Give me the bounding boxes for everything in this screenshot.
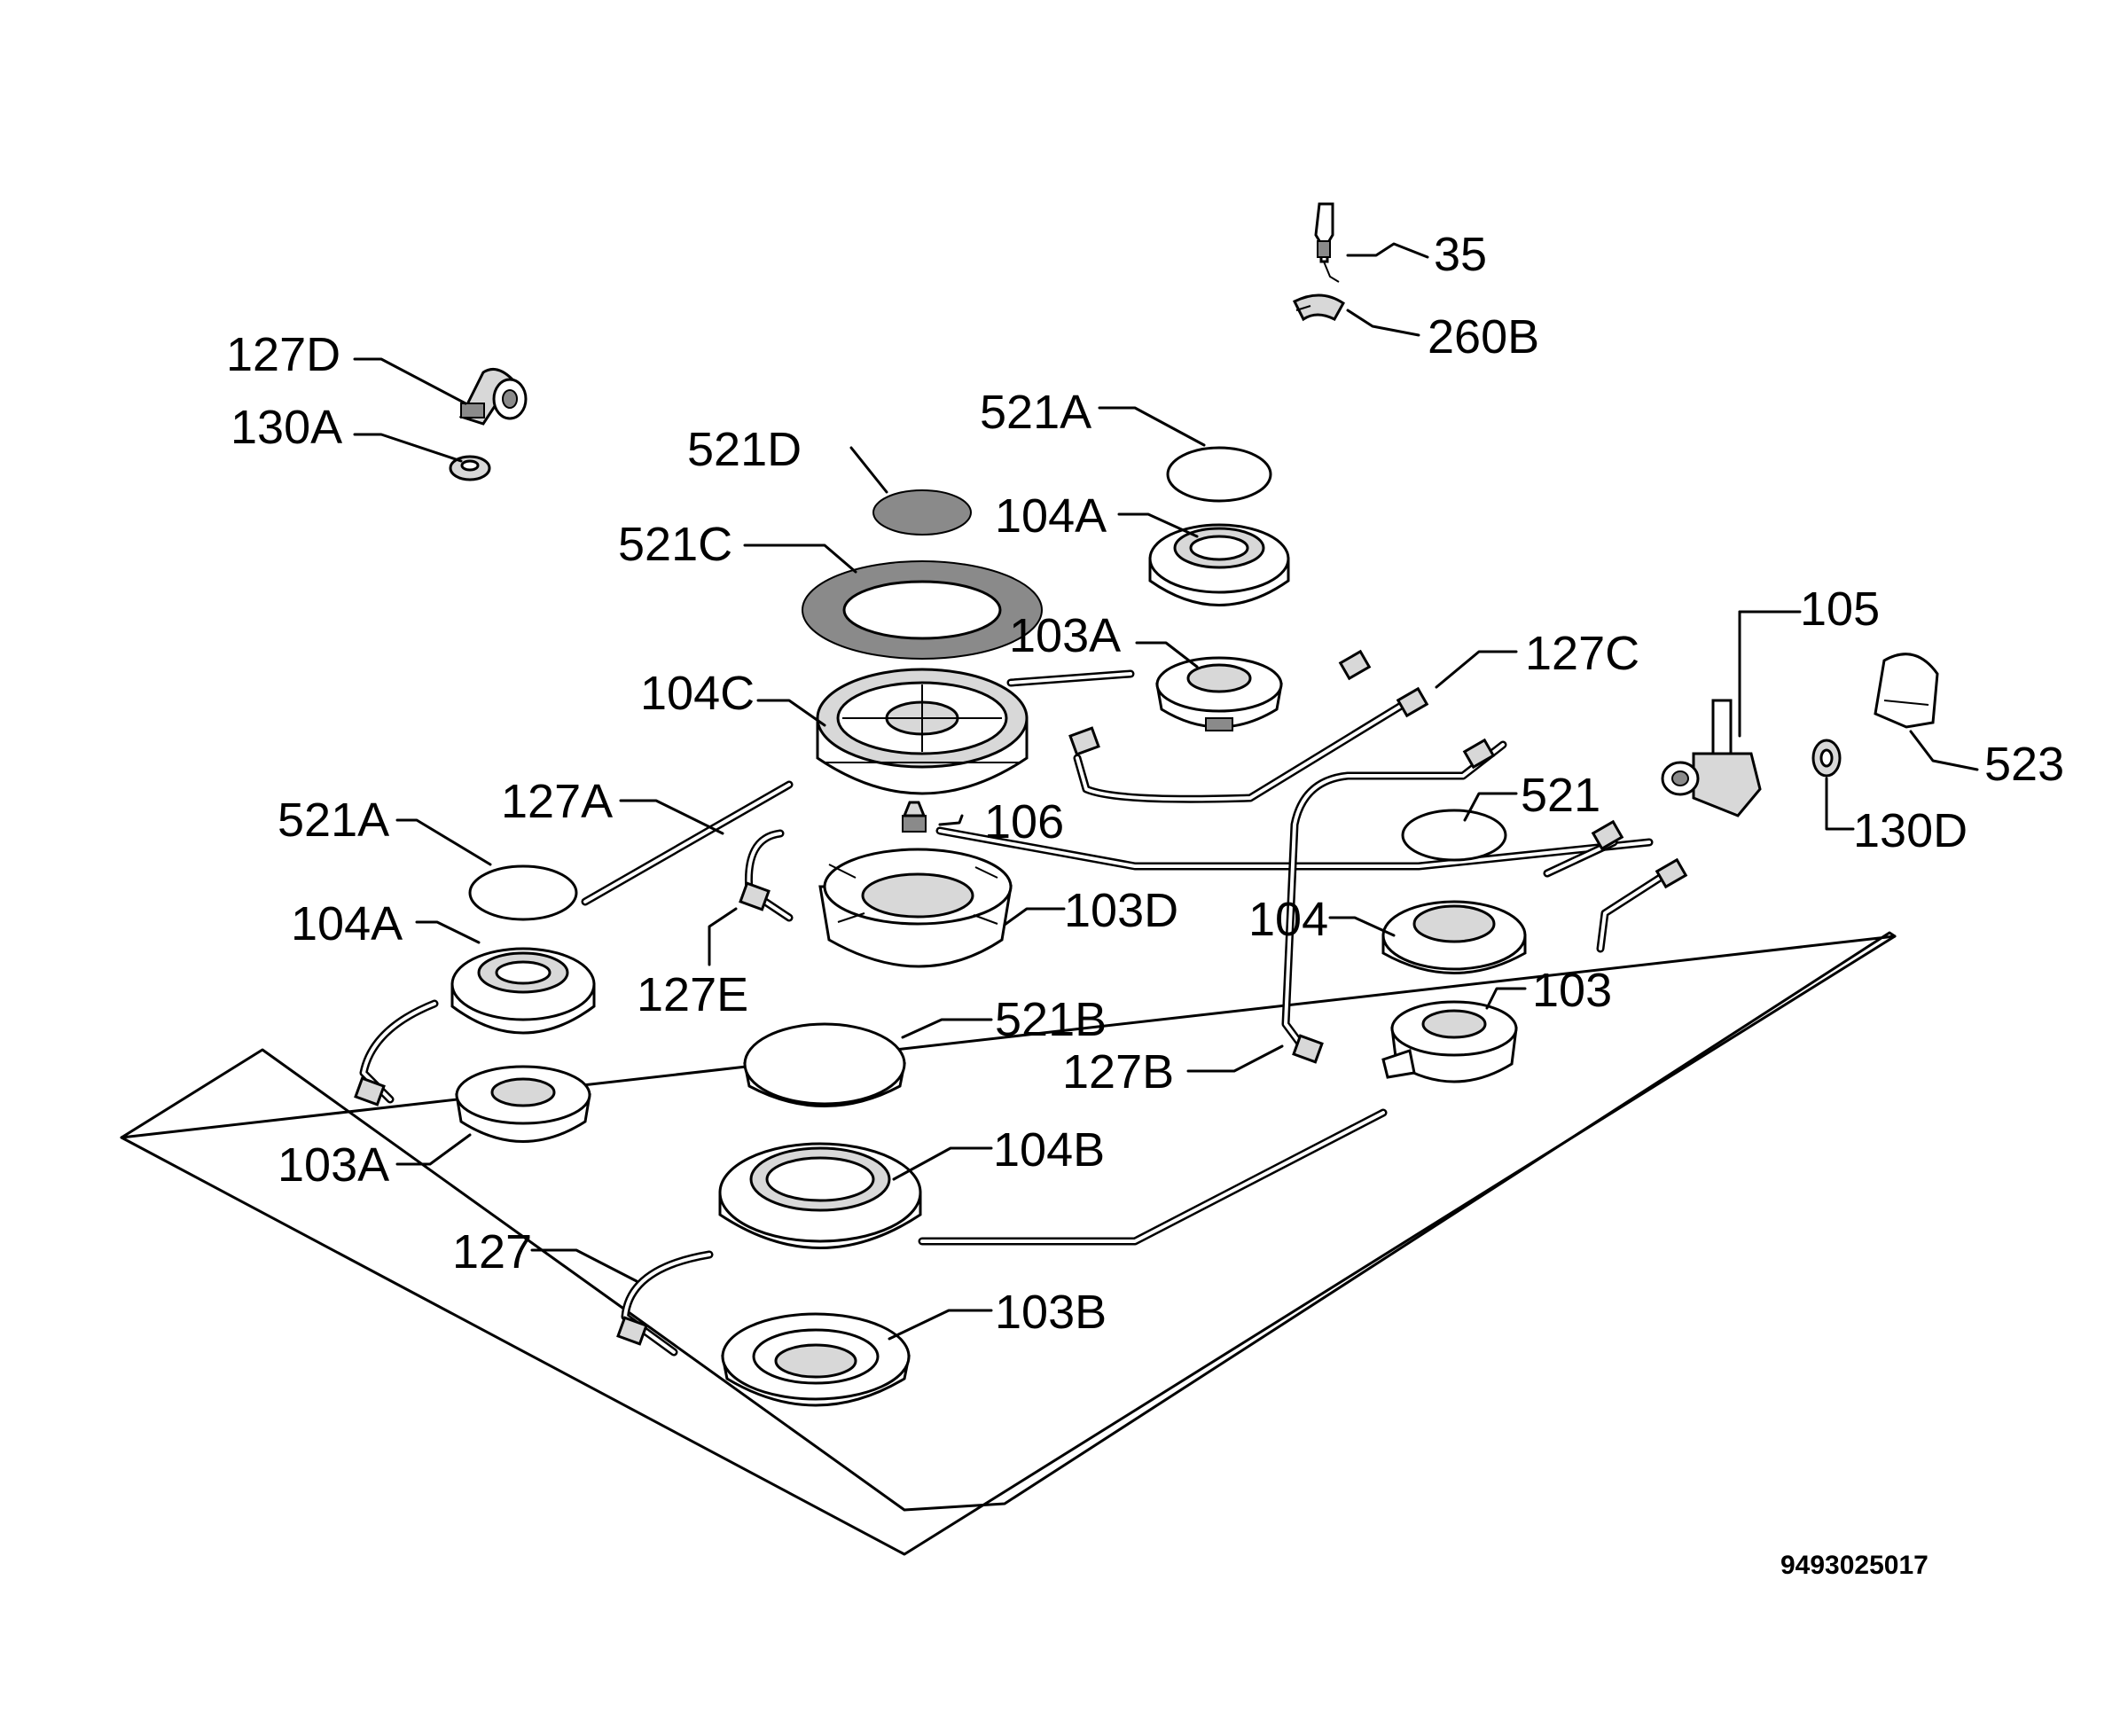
diagram-reference-number: 9493025017: [1780, 1551, 1928, 1580]
gas-valve-105: [1661, 699, 1762, 817]
label-127: 127: [452, 1225, 532, 1279]
label-104: 104: [1248, 893, 1328, 946]
label-103: 103: [1532, 964, 1612, 1017]
burner-base-103D: [818, 848, 1013, 968]
leader-lines: [353, 242, 1979, 1341]
label-523: 523: [1984, 738, 2064, 791]
label-521: 521: [1521, 769, 1600, 822]
label-105: 105: [1800, 583, 1880, 636]
label-103D: 103D: [1064, 884, 1178, 937]
burner-cap-521: [1401, 809, 1507, 862]
label-521A-left: 521A: [278, 794, 389, 847]
label-103A-top: 103A: [1009, 609, 1121, 662]
outer-ring-cap-521C: [802, 560, 1043, 660]
washer-130D: [1811, 739, 1842, 778]
spark-electrode-35: [1314, 202, 1340, 283]
label-127E: 127E: [637, 968, 748, 1021]
burner-crown-104: [1381, 900, 1527, 974]
part-labels: 35 260B 127D 130A 521D 521A 104A 521C 10…: [226, 228, 2064, 1580]
label-106: 106: [984, 795, 1064, 848]
burner-base-103B: [721, 1312, 911, 1407]
label-104A-left: 104A: [291, 897, 403, 950]
burner-cap-521A-top: [1166, 446, 1272, 503]
label-104C: 104C: [640, 667, 755, 720]
burner-crown-104B: [718, 1142, 922, 1249]
elbow-connector-127D: [458, 367, 528, 426]
label-521A-top: 521A: [980, 386, 1091, 439]
burner-cap-521A-left: [468, 864, 578, 921]
burner-base-103: [1381, 1000, 1518, 1083]
label-127A: 127A: [501, 775, 613, 828]
label-130D: 130D: [1853, 804, 1968, 857]
bracket-523: [1874, 653, 1939, 729]
label-127C: 127C: [1525, 627, 1639, 680]
burner-crown-104A-top: [1148, 523, 1290, 606]
burner-base-103A-left: [455, 1065, 591, 1143]
burner-cap-521B: [743, 1022, 906, 1107]
label-521B: 521B: [995, 993, 1107, 1046]
clip-260B: [1292, 293, 1345, 322]
gas-pipes: [359, 669, 1671, 1357]
burner-base-103A-top: [1155, 656, 1283, 731]
label-127D: 127D: [226, 328, 340, 381]
label-521C: 521C: [618, 518, 732, 571]
label-35: 35: [1434, 228, 1487, 281]
label-127B: 127B: [1062, 1045, 1174, 1099]
label-103B: 103B: [995, 1286, 1107, 1339]
hob-outline-edge: [120, 934, 1897, 1556]
label-521D: 521D: [687, 423, 802, 476]
burner-crown-104A-left: [450, 947, 596, 1035]
label-130A-top: 130A: [231, 401, 342, 454]
label-104A-top: 104A: [995, 489, 1107, 543]
burner-crown-104C: [816, 668, 1029, 795]
injector-106: [902, 801, 927, 833]
label-103A-left: 103A: [278, 1138, 389, 1192]
label-260B: 260B: [1428, 310, 1539, 364]
inner-cap-521D: [872, 489, 972, 536]
pipe-fittings: [354, 649, 1688, 1346]
washer-130A-top: [449, 455, 491, 481]
label-104B: 104B: [993, 1123, 1105, 1177]
